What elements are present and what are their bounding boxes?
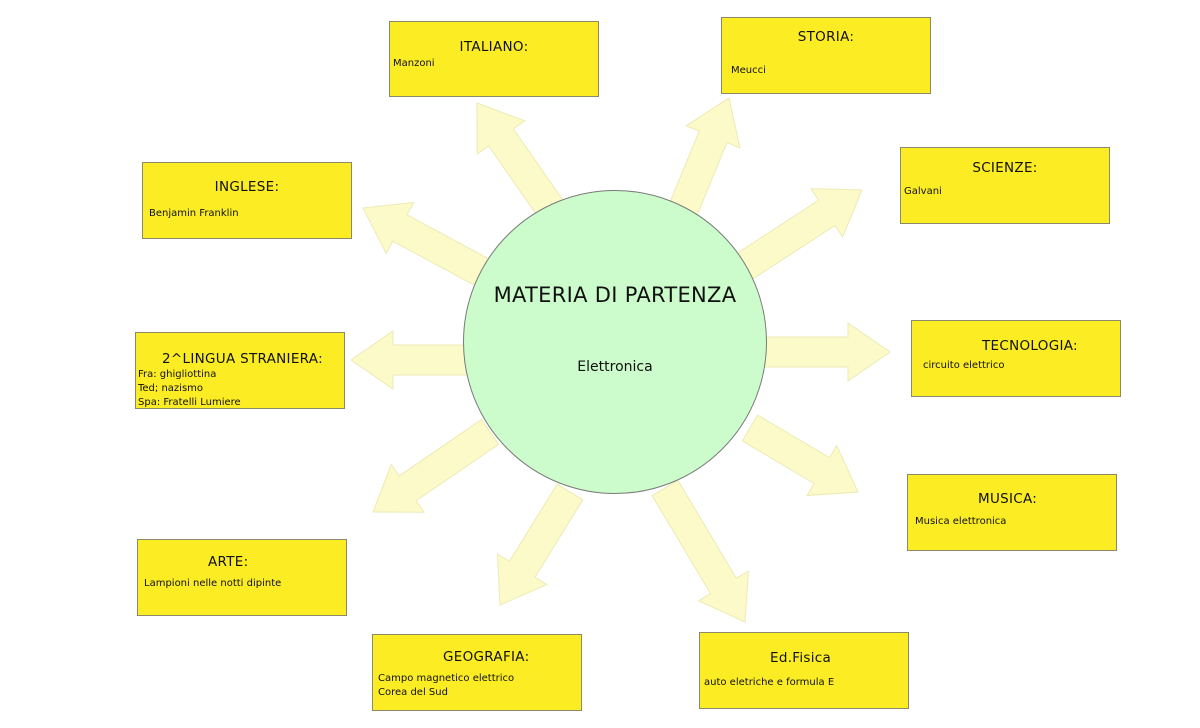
box-line: Galvani	[904, 186, 942, 197]
connector-arrow	[362, 201, 495, 289]
connector-arrow	[476, 102, 568, 225]
box-line: Manzoni	[393, 58, 435, 69]
box-title: STORIA:	[797, 29, 855, 45]
box-line: circuito elettrico	[923, 360, 1005, 371]
connector-arrow	[754, 322, 891, 382]
box-title: INGLESE:	[214, 179, 280, 195]
connector-arrow	[668, 97, 741, 217]
connector-arrow	[496, 483, 584, 606]
box-title: 2^LINGUA STRANIERA:	[162, 351, 323, 367]
box-line: Spa: Fratelli Lumiere	[138, 397, 241, 408]
box-musica: MUSICA: Musica elettronica	[907, 474, 1117, 551]
box-line: Fra: ghigliottina	[138, 369, 217, 380]
box-inglese: INGLESE: Benjamin Franklin	[142, 162, 352, 239]
box-line: Meucci	[731, 65, 766, 76]
box-title: ARTE:	[208, 554, 249, 570]
box-tecnologia: TECNOLOGIA: circuito elettrico	[911, 320, 1121, 397]
connector-arrow	[350, 330, 476, 390]
box-scienze: SCIENZE: Galvani	[900, 147, 1110, 224]
box-title: Ed.Fisica	[770, 650, 832, 666]
connector-arrow	[733, 188, 863, 282]
box-title: GEOGRAFIA:	[443, 649, 530, 665]
center-subtitle: Elettronica	[577, 359, 653, 375]
box-title: MUSICA:	[978, 491, 1038, 507]
box-seconda-lingua: 2^LINGUA STRANIERA: Fra: ghigliottina Te…	[135, 332, 345, 409]
center-title: MATERIA DI PARTENZA	[493, 283, 737, 307]
connector-arrow	[372, 418, 500, 513]
box-line: Lampioni nelle notti dipinte	[144, 578, 282, 589]
center-circle: MATERIA DI PARTENZA Elettronica	[463, 190, 767, 494]
box-line: Ted; nazismo	[138, 383, 204, 394]
connector-arrow	[651, 479, 749, 623]
box-title: TECNOLOGIA:	[982, 338, 1078, 354]
box-italiano: ITALIANO: Manzoni	[389, 21, 599, 97]
box-title: ITALIANO:	[459, 39, 529, 55]
box-line: Corea del Sud	[378, 687, 448, 698]
box-title: SCIENZE:	[972, 160, 1038, 176]
box-line: auto eletriche e formula E	[704, 677, 835, 688]
connector-arrow	[741, 414, 859, 497]
box-arte: ARTE: Lampioni nelle notti dipinte	[137, 539, 347, 616]
box-storia: STORIA: Meucci	[721, 17, 931, 94]
box-line: Musica elettronica	[915, 516, 1007, 527]
box-ed-fisica: Ed.Fisica auto eletriche e formula E	[699, 632, 909, 709]
box-line: Benjamin Franklin	[149, 208, 239, 219]
box-geografia: GEOGRAFIA: Campo magnetico elettrico Cor…	[372, 634, 582, 711]
box-line: Campo magnetico elettrico	[378, 673, 515, 684]
